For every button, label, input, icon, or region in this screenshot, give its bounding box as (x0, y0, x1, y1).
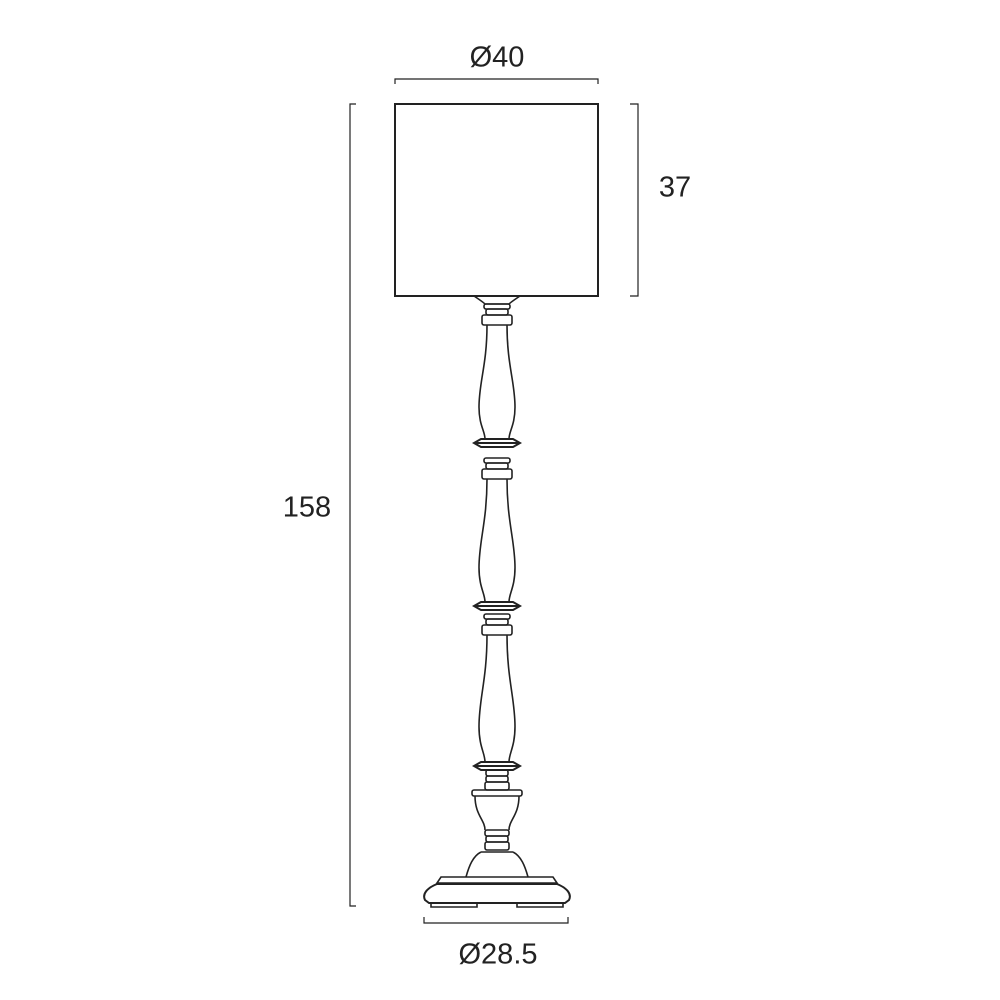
stem-section-3-collar (481, 624, 513, 636)
stem-neck (473, 295, 521, 305)
dimension-shade-height (630, 103, 639, 297)
stem-section-1-collar (481, 314, 513, 326)
stem-section-1-disk (471, 438, 523, 448)
stem-section-2-collar (481, 468, 513, 480)
lamp-stem (471, 295, 523, 771)
lamp-base (423, 769, 571, 908)
stem-section-1-baluster (478, 324, 516, 440)
cup-rim (471, 789, 523, 797)
lower-ring (484, 781, 510, 791)
dimension-total-height (349, 103, 356, 907)
shade-height-label: 37 (658, 171, 692, 204)
stem-section-2-baluster (478, 478, 516, 603)
stem-section-3-baluster (478, 634, 516, 763)
cup (474, 795, 520, 831)
base-diameter-label: Ø28.5 (458, 938, 538, 971)
base-foot (423, 883, 571, 904)
lower-ring (485, 775, 509, 783)
lamp-shade (394, 103, 599, 297)
base-ring (484, 841, 510, 851)
base-plate (435, 876, 559, 884)
stem-section-1-ring (485, 308, 509, 316)
base-feet (430, 903, 564, 908)
base-ring (485, 835, 509, 843)
stem-section-2-disk (471, 601, 523, 611)
stem-section-3-ring (485, 618, 509, 626)
base-dome (465, 851, 529, 878)
base-ring (484, 829, 510, 837)
shade-diameter-label: Ø40 (469, 41, 525, 74)
dimension-shade-width (394, 78, 599, 84)
stem-section-2-ring (485, 462, 509, 470)
total-height-label: 158 (282, 491, 332, 524)
dimension-base-width (423, 917, 569, 924)
stem-section-3-disk (471, 761, 523, 771)
